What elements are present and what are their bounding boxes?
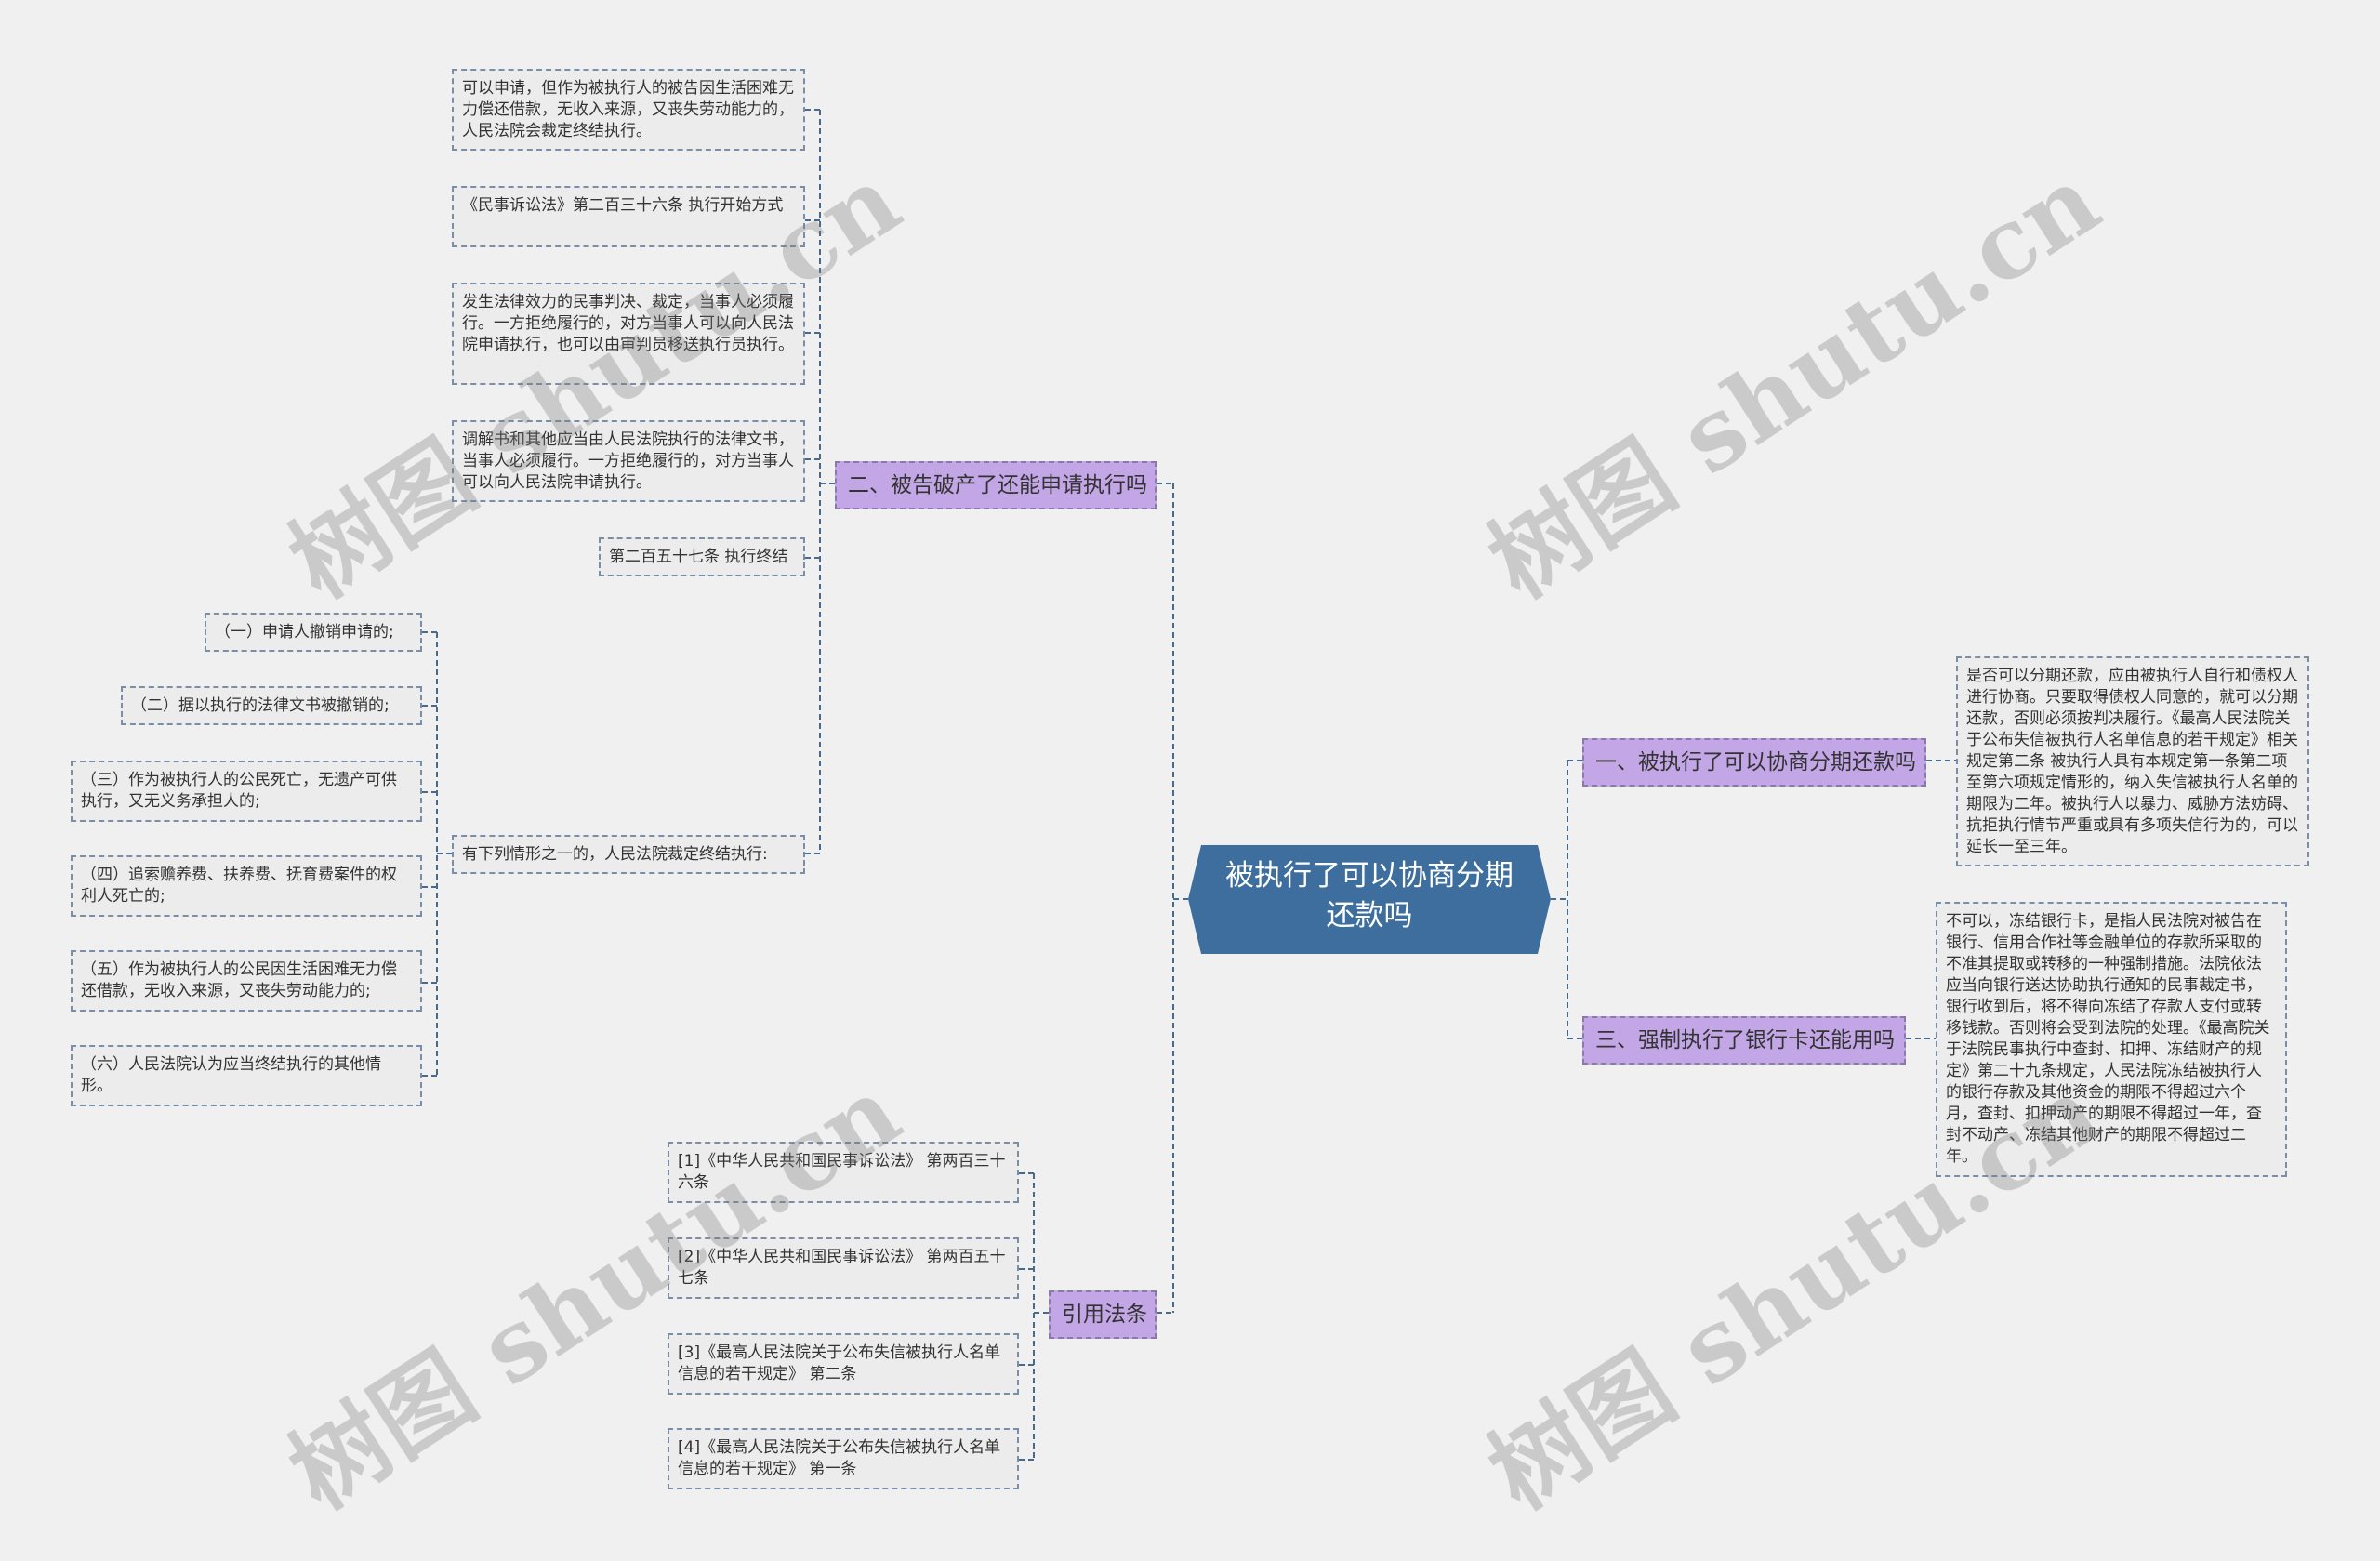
installment-detail-text: 是否可以分期还款，应由被执行人自行和债权人进行协商。只要取得债权人同意的，就可以… [1966, 667, 2298, 856]
branch-bank-card[interactable]: 三、强制执行了银行卡还能用吗 [1582, 1016, 1906, 1065]
cited-law-2[interactable]: [2]《中华人民共和国民事诉讼法》 第两百五十七条 [668, 1237, 1019, 1299]
bankruptcy-leaf-text: 可以申请，但作为被执行人的被告因生活困难无力偿还借款，无收入来源，又丧失劳动能力… [462, 79, 794, 140]
termination-case-5[interactable]: （五）作为被执行人的公民因生活困难无力偿还借款，无收入来源，又丧失劳动能力的; [71, 950, 422, 1012]
installment-detail[interactable]: 是否可以分期还款，应由被执行人自行和债权人进行协商。只要取得债权人同意的，就可以… [1956, 656, 2309, 866]
cited-law-1[interactable]: [1]《中华人民共和国民事诉讼法》 第两百三十六条 [668, 1142, 1019, 1203]
bank-card-detail-text: 不可以，冻结银行卡，是指人民法院对被告在银行、信用合作社等金融单位的存款所采取的… [1946, 912, 2270, 1166]
bankruptcy-leaf-4[interactable]: 调解书和其他应当由人民法院执行的法律文书，当事人必须履行。一方拒绝履行的，对方当… [452, 420, 805, 502]
bankruptcy-leaf-text: 《民事诉讼法》第二百三十六条 执行开始方式 [462, 196, 784, 215]
cited-law-text: [4]《最高人民法院关于公布失信被执行人名单信息的若干规定》 第一条 [678, 1438, 1001, 1478]
termination-case-4[interactable]: （四）追索赡养费、扶养费、抚育费案件的权利人死亡的; [71, 855, 422, 917]
branch-cited-laws[interactable]: 引用法条 [1049, 1290, 1157, 1339]
bankruptcy-leaf-1[interactable]: 可以申请，但作为被执行人的被告因生活困难无力偿还借款，无收入来源，又丧失劳动能力… [452, 69, 805, 151]
termination-case-6[interactable]: （六）人民法院认为应当终结执行的其他情形。 [71, 1045, 422, 1106]
termination-case-1[interactable]: （一）申请人撤销申请的; [205, 613, 422, 652]
termination-case-2[interactable]: （二）据以执行的法律文书被撤销的; [121, 686, 422, 725]
cited-law-text: [2]《中华人民共和国民事诉讼法》 第两百五十七条 [678, 1248, 1006, 1288]
termination-case-text: （一）申请人撤销申请的; [215, 623, 394, 642]
termination-case-text: （四）追索赡养费、扶养费、抚育费案件的权利人死亡的; [81, 866, 397, 906]
bank-card-detail[interactable]: 不可以，冻结银行卡，是指人民法院对被告在银行、信用合作社等金融单位的存款所采取的… [1936, 902, 2287, 1177]
bankruptcy-leaf-text: 有下列情形之一的，人民法院裁定终结执行: [462, 845, 768, 864]
central-topic-shape [1188, 845, 1551, 954]
bankruptcy-leaf-text: 调解书和其他应当由人民法院执行的法律文书，当事人必须履行。一方拒绝履行的，对方当… [462, 430, 794, 492]
cited-law-text: [1]《中华人民共和国民事诉讼法》 第两百三十六条 [678, 1152, 1006, 1192]
termination-case-text: （六）人民法院认为应当终结执行的其他情形。 [81, 1055, 381, 1095]
termination-case-text: （二）据以执行的法律文书被撤销的; [131, 696, 390, 715]
central-topic[interactable]: 被执行了可以协商分期还款吗 [1188, 845, 1551, 954]
bankruptcy-leaf-2[interactable]: 《民事诉讼法》第二百三十六条 执行开始方式 [452, 186, 805, 247]
termination-case-3[interactable]: （三）作为被执行人的公民死亡，无遗产可供执行，又无义务承担人的; [71, 761, 422, 822]
bankruptcy-leaf-text: 发生法律效力的民事判决、裁定，当事人必须履行。一方拒绝履行的，对方当事人可以向人… [462, 293, 794, 354]
termination-case-text: （三）作为被执行人的公民死亡，无遗产可供执行，又无义务承担人的; [81, 771, 397, 811]
branch-bank-card-label: 三、强制执行了银行卡还能用吗 [1595, 1028, 1895, 1052]
termination-case-text: （五）作为被执行人的公民因生活困难无力偿还借款，无收入来源，又丧失劳动能力的; [81, 960, 397, 1000]
cited-law-4[interactable]: [4]《最高人民法院关于公布失信被执行人名单信息的若干规定》 第一条 [668, 1428, 1019, 1489]
bankruptcy-leaf-6[interactable]: 有下列情形之一的，人民法院裁定终结执行: [452, 835, 805, 874]
cited-law-text: [3]《最高人民法院关于公布失信被执行人名单信息的若干规定》 第二条 [678, 1343, 1001, 1383]
branch-bankruptcy[interactable]: 二、被告破产了还能申请执行吗 [835, 461, 1157, 509]
branch-bankruptcy-label: 二、被告破产了还能申请执行吗 [848, 473, 1147, 497]
bankruptcy-leaf-3[interactable]: 发生法律效力的民事判决、裁定，当事人必须履行。一方拒绝履行的，对方当事人可以向人… [452, 283, 805, 385]
branch-installment[interactable]: 一、被执行了可以协商分期还款吗 [1582, 738, 1926, 787]
branch-installment-label: 一、被执行了可以协商分期还款吗 [1595, 750, 1916, 774]
bankruptcy-leaf-text: 第二百五十七条 执行终结 [609, 548, 788, 566]
branch-cited-laws-label: 引用法条 [1062, 1303, 1147, 1327]
bankruptcy-leaf-5[interactable]: 第二百五十七条 执行终结 [599, 537, 805, 576]
central-topic-label: 被执行了可以协商分期还款吗 [1225, 859, 1514, 933]
cited-law-3[interactable]: [3]《最高人民法院关于公布失信被执行人名单信息的若干规定》 第二条 [668, 1333, 1019, 1395]
